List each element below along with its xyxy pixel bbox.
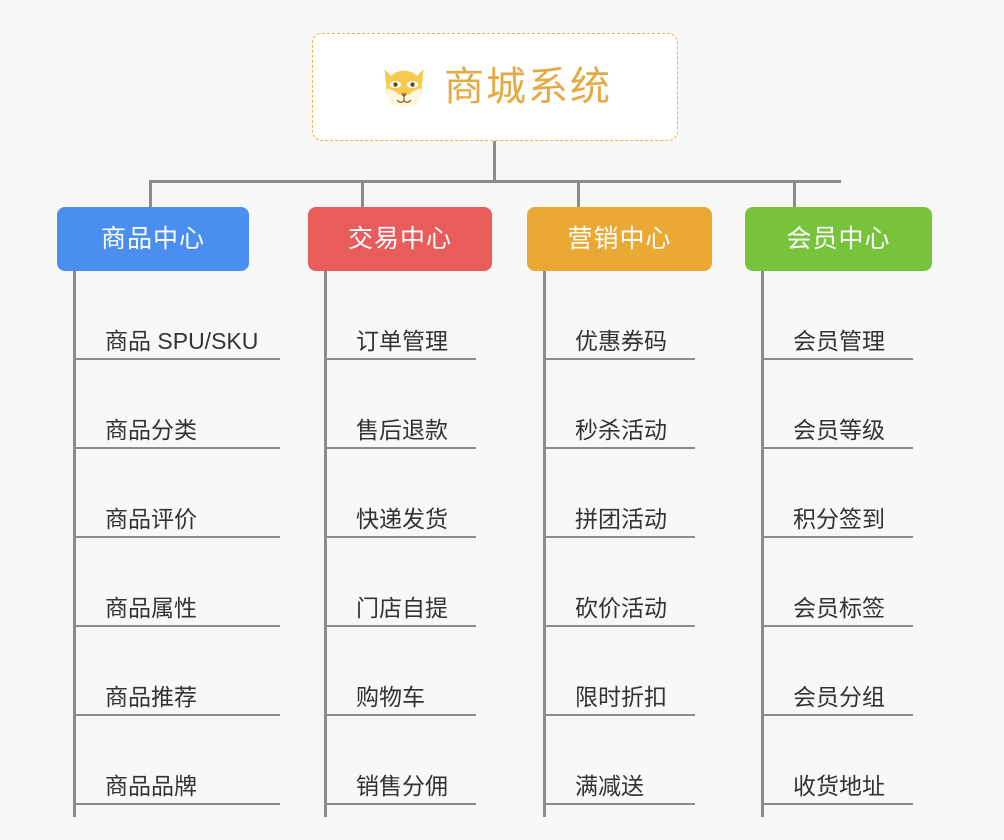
category-box-1[interactable]: 交易中心 xyxy=(308,207,492,271)
root-node[interactable]: 商城系统 xyxy=(312,33,678,141)
leaf-item[interactable]: 商品推荐 xyxy=(73,627,280,716)
leaf-spine-2 xyxy=(543,271,546,817)
leaf-label: 订单管理 xyxy=(356,327,448,354)
leaf-label: 购物车 xyxy=(356,683,425,710)
leaf-item[interactable]: 门店自提 xyxy=(324,538,476,627)
leaf-item[interactable]: 商品 SPU/SKU xyxy=(73,271,280,360)
leaf-item[interactable]: 会员分组 xyxy=(761,627,913,716)
leaf-item[interactable]: 砍价活动 xyxy=(543,538,695,627)
leaf-item[interactable]: 会员等级 xyxy=(761,360,913,449)
leaf-item[interactable]: 拼团活动 xyxy=(543,449,695,538)
leaf-label: 秒杀活动 xyxy=(575,416,667,443)
leaf-item[interactable]: 商品属性 xyxy=(73,538,280,627)
leaf-label: 拼团活动 xyxy=(575,505,667,532)
leaf-list-0: 商品 SPU/SKU 商品分类 商品评价 商品属性 商品推荐 商品品牌 xyxy=(73,271,280,805)
leaf-label: 售后退款 xyxy=(356,416,448,443)
leaf-item[interactable]: 销售分佣 xyxy=(324,716,476,805)
leaf-item[interactable]: 收货地址 xyxy=(761,716,913,805)
leaf-label: 商品属性 xyxy=(105,594,197,621)
leaf-item[interactable]: 限时折扣 xyxy=(543,627,695,716)
leaf-label: 会员等级 xyxy=(793,416,885,443)
leaf-list-1: 订单管理 售后退款 快递发货 门店自提 购物车 销售分佣 xyxy=(324,271,476,805)
root-title: 商城系统 xyxy=(444,65,612,109)
category-drop-connector-0 xyxy=(149,182,152,207)
category-box-0[interactable]: 商品中心 xyxy=(57,207,249,271)
leaf-label: 收货地址 xyxy=(793,772,885,799)
category-label-1: 交易中心 xyxy=(347,224,452,253)
category-box-3[interactable]: 会员中心 xyxy=(745,207,932,271)
leaf-item[interactable]: 优惠券码 xyxy=(543,271,695,360)
category-drop-connector-2 xyxy=(577,182,580,207)
leaf-label: 快递发货 xyxy=(356,505,448,532)
leaf-item[interactable]: 订单管理 xyxy=(324,271,476,360)
leaf-label: 商品品牌 xyxy=(105,772,197,799)
leaf-item[interactable]: 积分签到 xyxy=(761,449,913,538)
category-label-2: 营销中心 xyxy=(567,224,672,253)
leaf-label: 商品评价 xyxy=(105,505,197,532)
leaf-item[interactable]: 购物车 xyxy=(324,627,476,716)
leaf-label: 商品分类 xyxy=(105,416,197,443)
leaf-label: 会员管理 xyxy=(793,327,885,354)
leaf-item[interactable]: 满减送 xyxy=(543,716,695,805)
leaf-item[interactable]: 会员管理 xyxy=(761,271,913,360)
leaf-item[interactable]: 秒杀活动 xyxy=(543,360,695,449)
leaf-label: 门店自提 xyxy=(356,594,448,621)
category-label-0: 商品中心 xyxy=(100,224,205,253)
leaf-item[interactable]: 售后退款 xyxy=(324,360,476,449)
leaf-item[interactable]: 商品品牌 xyxy=(73,716,280,805)
category-drop-connector-3 xyxy=(793,182,796,207)
leaf-label: 满减送 xyxy=(575,772,644,799)
leaf-label: 商品 SPU/SKU xyxy=(105,327,259,354)
leaf-label: 会员标签 xyxy=(793,594,885,621)
leaf-item[interactable]: 商品分类 xyxy=(73,360,280,449)
leaf-spine-0 xyxy=(73,271,76,817)
category-label-3: 会员中心 xyxy=(786,224,891,253)
shiba-dog-face-icon xyxy=(384,69,424,108)
leaf-label: 会员分组 xyxy=(793,683,885,710)
leaf-label: 优惠券码 xyxy=(575,327,667,354)
leaf-list-2: 优惠券码 秒杀活动 拼团活动 砍价活动 限时折扣 满减送 xyxy=(543,271,695,805)
leaf-spine-1 xyxy=(324,271,327,817)
leaf-list-3: 会员管理 会员等级 积分签到 会员标签 会员分组 收货地址 xyxy=(761,271,913,805)
leaf-item[interactable]: 快递发货 xyxy=(324,449,476,538)
root-stem-connector xyxy=(493,141,496,182)
leaf-spine-3 xyxy=(761,271,764,817)
category-box-2[interactable]: 营销中心 xyxy=(527,207,712,271)
leaf-label: 砍价活动 xyxy=(575,594,667,621)
leaf-label: 销售分佣 xyxy=(356,772,448,799)
leaf-label: 限时折扣 xyxy=(575,683,667,710)
leaf-item[interactable]: 会员标签 xyxy=(761,538,913,627)
leaf-label: 积分签到 xyxy=(793,505,885,532)
leaf-label: 商品推荐 xyxy=(105,683,197,710)
category-drop-connector-1 xyxy=(361,182,364,207)
horizontal-bus-connector xyxy=(149,180,841,183)
leaf-item[interactable]: 商品评价 xyxy=(73,449,280,538)
